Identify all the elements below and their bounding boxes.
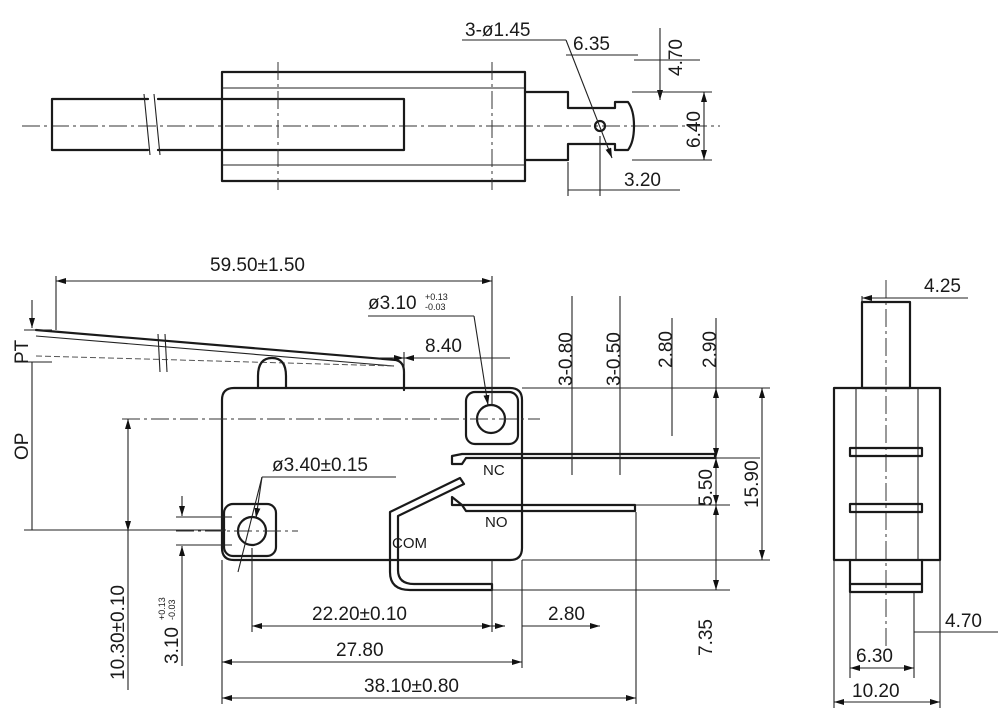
dim-bottom-offset: 7.35	[696, 619, 717, 656]
front-view: NC NO COM 59.50±1.50 ø3.10 +0.13 -0.03 8…	[12, 255, 770, 704]
dim-terminal-upper: 4.70	[666, 39, 687, 76]
dim-com-offset: 2.80	[548, 604, 585, 625]
dim-hole-callout: 3-ø1.45	[465, 20, 530, 41]
top-view: 3-ø1.45 6.35 4.70 6.40 3.20	[22, 20, 720, 196]
dim-hole-spacing: 22.20±0.10	[312, 604, 407, 625]
dim-body-length: 27.80	[336, 640, 384, 661]
dim-hole-dia-left-tol-upper: +0.13	[157, 597, 167, 620]
label-com: COM	[392, 535, 427, 552]
dim-mount-hole-left: ø3.40±0.15	[272, 455, 368, 476]
side-view: 4.25 4.70 6.30 10.20	[832, 276, 998, 708]
dim-hole-dia-left: 3.10	[162, 627, 183, 664]
label-no: NO	[485, 514, 508, 531]
dim-actuator-width: 4.25	[924, 276, 961, 297]
dim-nc-no-pitch: 5.50	[696, 469, 717, 506]
dim-mount-hole-top: ø3.10	[368, 293, 417, 314]
dim-terminal-width: 6.40	[684, 111, 705, 148]
dim-overall-length: 59.50±1.50	[210, 255, 305, 276]
dim-overall-with-terminals: 38.10±0.80	[364, 676, 459, 697]
dim-hole-height: 10.30±0.10	[108, 585, 129, 680]
dim-body-height: 15.90	[742, 460, 763, 508]
dim-mount-hole-top-tol-lower: -0.03	[425, 302, 446, 312]
dim-lever-offset: 8.40	[425, 336, 462, 357]
dim-hole-offset: 3.20	[624, 170, 661, 191]
dim-terminal-span: 6.30	[856, 646, 893, 667]
dim-terminal-thk-b: 3-0.50	[604, 332, 625, 386]
dim-terminal-width-side: 4.70	[945, 611, 982, 632]
dim-top-offset: 2.90	[700, 331, 721, 368]
dim-op: OP	[12, 433, 33, 460]
dim-hole-dia-left-tol-lower: -0.03	[167, 599, 177, 620]
dim-body-width: 10.20	[852, 681, 900, 702]
dim-mount-hole-top-tol-upper: +0.13	[425, 292, 448, 302]
dim-pt: PT	[12, 339, 33, 364]
label-nc: NC	[483, 462, 505, 479]
dim-terminal-thk-a: 3-0.80	[556, 332, 577, 386]
dim-nc-offset: 2.80	[656, 331, 677, 368]
dim-terminal-pitch: 6.35	[573, 34, 610, 55]
